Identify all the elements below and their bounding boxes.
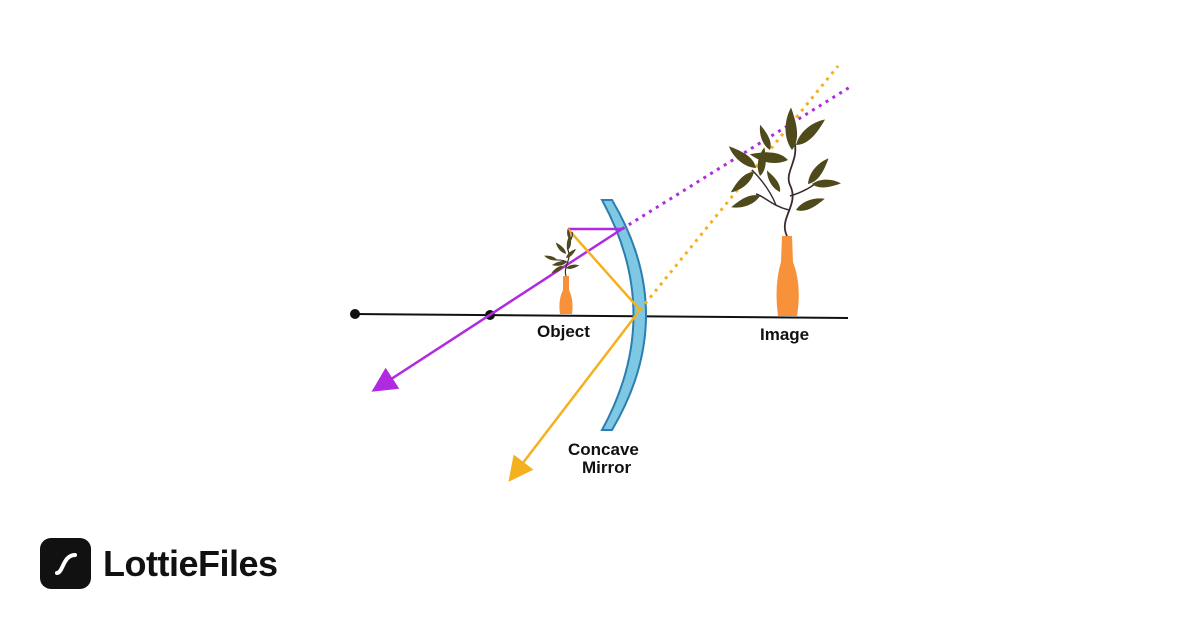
purple-ray-reflected [371, 227, 623, 392]
orange-ray-reflected [508, 309, 641, 482]
image-label: Image [760, 325, 809, 344]
lottiefiles-logo-icon [40, 538, 91, 589]
axis-end-point [350, 309, 360, 319]
object-vase [559, 276, 573, 314]
lottiefiles-brand: LottieFiles [40, 538, 278, 589]
mirror-label-line2: Mirror [582, 458, 632, 477]
concave-mirror [600, 199, 647, 431]
image-vase-plant [726, 107, 842, 316]
purple-ray-virtual-extension [621, 85, 851, 231]
concave-mirror-diagram: Object Image Concave Mirror [350, 65, 851, 482]
object-label: Object [537, 322, 590, 341]
lottiefiles-wordmark: LottieFiles [103, 542, 278, 584]
image-vase [776, 236, 799, 316]
orange-ray-incident [567, 228, 641, 311]
mirror-label-line1: Concave [568, 440, 639, 459]
object-vase-plant [544, 228, 580, 314]
principal-axis [354, 313, 849, 319]
